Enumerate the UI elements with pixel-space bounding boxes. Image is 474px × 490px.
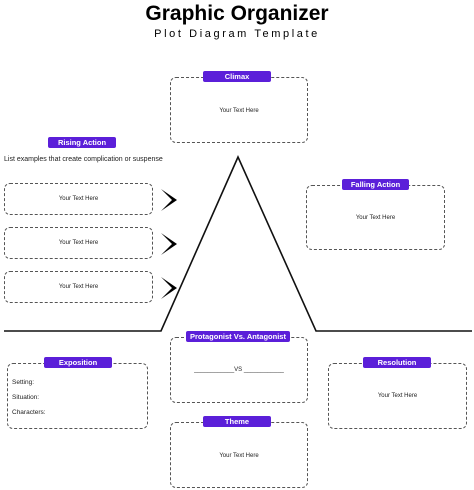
- page-title: Graphic Organizer: [145, 2, 329, 25]
- protagonist-box[interactable]: ____________VS ____________: [170, 337, 308, 403]
- arrow-icon: [161, 233, 177, 255]
- theme-box[interactable]: Your Text Here: [170, 422, 308, 488]
- climax-placeholder: Your Text Here: [219, 108, 259, 114]
- exposition-box[interactable]: Setting: Situation: Characters:: [7, 363, 148, 429]
- protagonist-vs-line: ____________VS ____________: [194, 367, 284, 373]
- rising-action-label: Rising Action: [48, 137, 116, 148]
- arrow-icon: [161, 189, 177, 211]
- resolution-box[interactable]: Your Text Here: [328, 363, 467, 429]
- rising-action-placeholder: Your Text Here: [58, 284, 99, 290]
- rising-action-placeholder: Your Text Here: [58, 240, 99, 246]
- arrow-icon: [161, 277, 177, 299]
- exposition-situation: Situation:: [12, 394, 40, 401]
- theme-placeholder: Your Text Here: [219, 453, 259, 459]
- resolution-placeholder: Your Text Here: [377, 393, 418, 399]
- climax-label: Climax: [203, 71, 271, 82]
- rising-action-box-2[interactable]: Your Text Here: [4, 227, 153, 259]
- falling-action-placeholder: Your Text Here: [355, 215, 396, 221]
- falling-action-box[interactable]: Your Text Here: [306, 185, 445, 250]
- rising-action-box-3[interactable]: Your Text Here: [4, 271, 153, 303]
- rising-action-placeholder: Your Text Here: [58, 196, 99, 202]
- page-subtitle: Plot Diagram Template: [154, 28, 320, 40]
- climax-box[interactable]: Your Text Here: [170, 77, 308, 143]
- theme-label: Theme: [203, 416, 271, 427]
- exposition-setting: Setting:: [12, 379, 35, 386]
- resolution-label: Resolution: [363, 357, 431, 368]
- plot-line: [4, 155, 472, 332]
- protagonist-label: Protagonist Vs. Antagonist: [186, 331, 290, 342]
- rising-action-instructions: List examples that create complication o…: [4, 156, 163, 163]
- exposition-label: Exposition: [44, 357, 112, 368]
- exposition-characters: Characters:: [12, 409, 46, 416]
- falling-action-label: Falling Action: [342, 179, 409, 190]
- rising-action-box-1[interactable]: Your Text Here: [4, 183, 153, 215]
